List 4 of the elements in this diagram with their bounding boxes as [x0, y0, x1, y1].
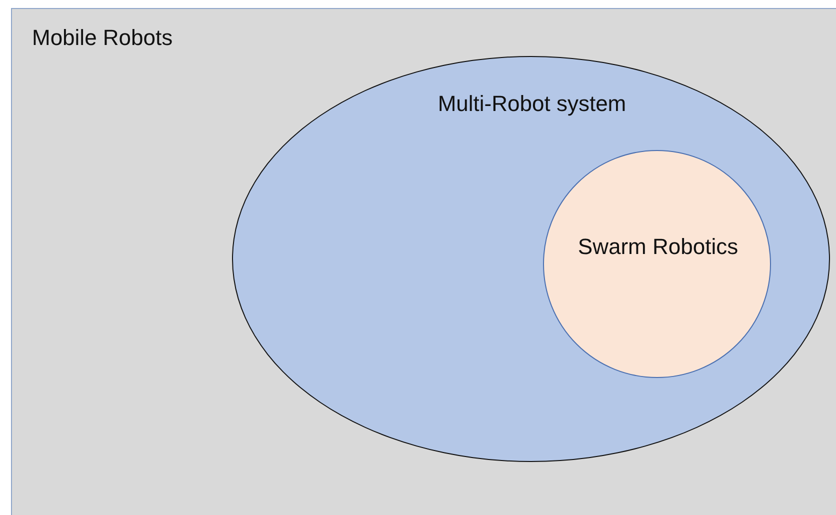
category-box	[11, 8, 836, 515]
category-label: Mobile Robots	[32, 24, 174, 52]
category-label: Swarm Robotics	[576, 233, 740, 261]
category-label: Multi-Robot system	[436, 90, 628, 118]
